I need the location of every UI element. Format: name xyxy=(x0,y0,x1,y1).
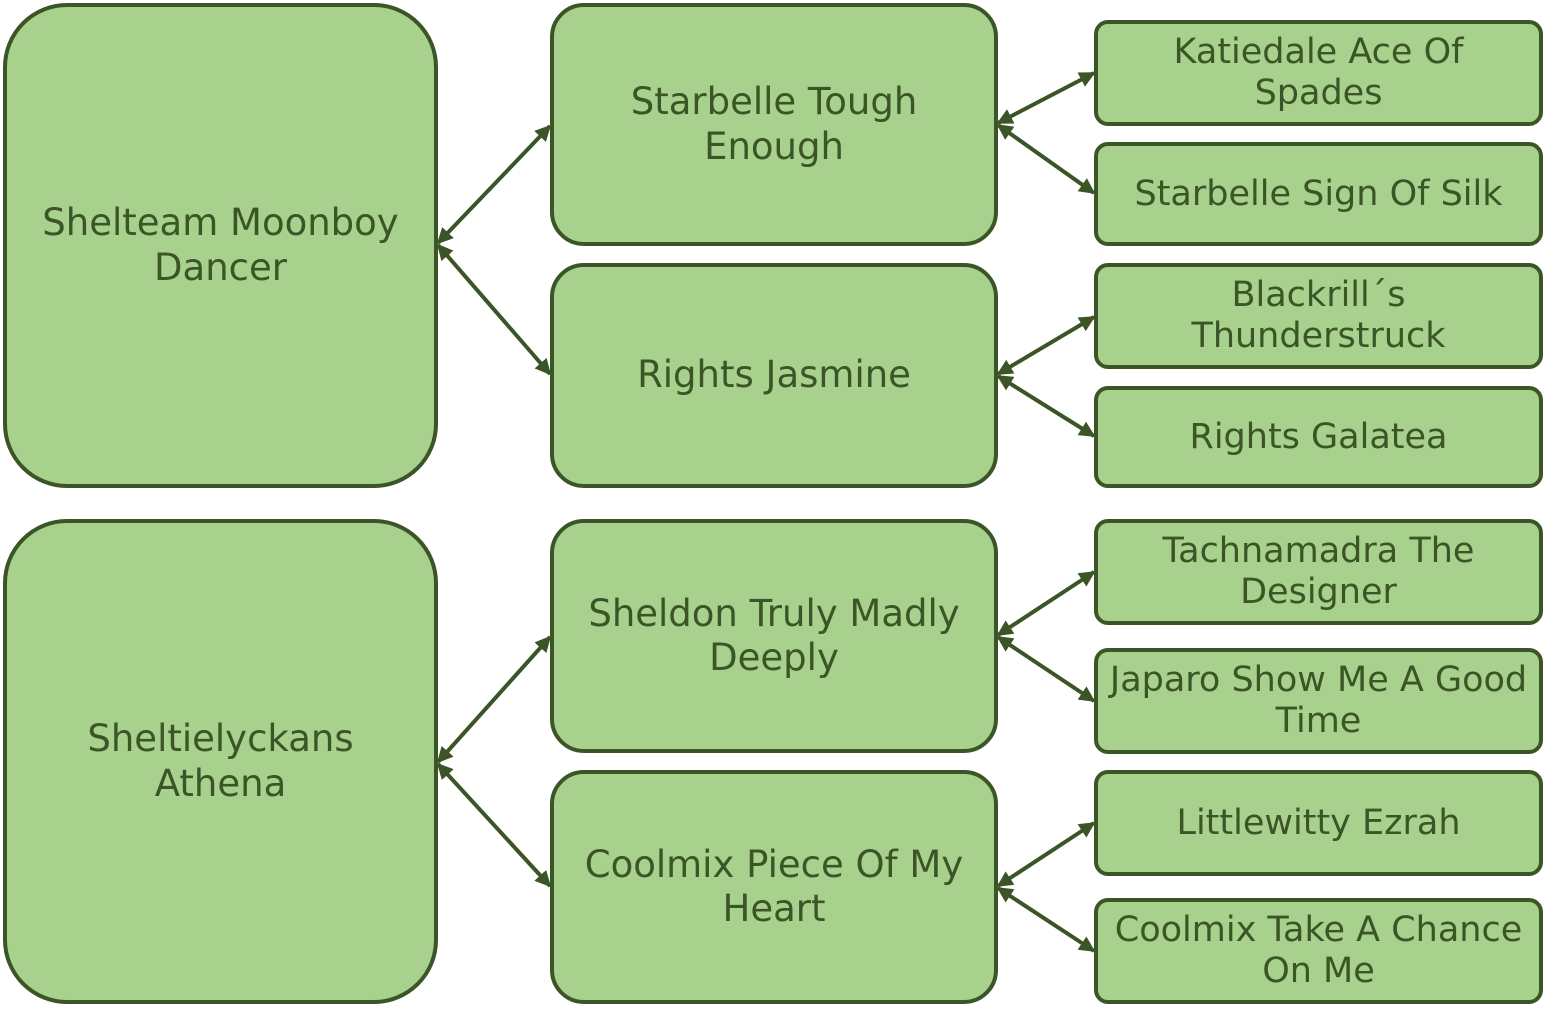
node-sire: Shelteam Moonboy Dancer xyxy=(3,3,438,488)
node-dam-sire-dam: Japaro Show Me A Good Time xyxy=(1094,648,1543,754)
connector-sire-to-sire-sire xyxy=(436,124,552,245)
node-sire-sire-label: Starbelle Tough Enough xyxy=(630,80,918,168)
connector-sd-to-sds xyxy=(996,315,1096,376)
node-dam-sire-sire-label: Tachnamadra The Designer xyxy=(1162,531,1475,612)
connector-dd-to-ddd xyxy=(996,886,1096,953)
node-sire-dam-dam: Rights Galatea xyxy=(1094,386,1543,488)
connector-dd-to-dds xyxy=(996,821,1096,888)
node-dam-dam-sire-label: Littlewitty Ezrah xyxy=(1176,802,1461,843)
node-dam-sire-sire: Tachnamadra The Designer xyxy=(1094,519,1543,625)
node-dam-sire: Sheldon Truly Madly Deeply xyxy=(550,519,998,753)
connector-sd-to-sdd xyxy=(996,374,1096,438)
connector-sire-to-sire-dam xyxy=(436,243,552,376)
node-sire-dam-dam-label: Rights Galatea xyxy=(1189,416,1448,457)
connector-ss-to-sss xyxy=(996,71,1096,125)
node-sire-dam: Rights Jasmine xyxy=(550,263,998,488)
connector-dam-to-dam-dam xyxy=(436,762,552,888)
connector-ds-to-dss xyxy=(996,570,1096,637)
node-dam-dam-dam: Coolmix Take A Chance On Me xyxy=(1094,898,1543,1004)
node-sire-dam-sire: Blackrill´s Thunderstruck xyxy=(1094,263,1543,369)
node-sire-sire-dam: Starbelle Sign Of Silk xyxy=(1094,142,1543,246)
node-sire-dam-label: Rights Jasmine xyxy=(637,353,911,397)
node-sire-sire: Starbelle Tough Enough xyxy=(550,3,998,246)
node-sire-sire-dam-label: Starbelle Sign Of Silk xyxy=(1134,173,1503,214)
node-dam-dam-label: Coolmix Piece Of My Heart xyxy=(584,842,964,930)
node-dam-label: Sheltielyckans Athena xyxy=(87,717,354,805)
node-dam-dam-sire: Littlewitty Ezrah xyxy=(1094,770,1543,876)
connector-ss-to-ssd xyxy=(996,123,1096,195)
connector-dam-to-dam-sire xyxy=(436,635,552,764)
node-dam-sire-dam-label: Japaro Show Me A Good Time xyxy=(1109,660,1528,741)
node-dam-dam-dam-label: Coolmix Take A Chance On Me xyxy=(1114,910,1523,991)
node-sire-sire-sire-label: Katiedale Ace Of Spades xyxy=(1173,32,1464,113)
node-sire-label: Shelteam Moonboy Dancer xyxy=(42,201,399,289)
node-dam: Sheltielyckans Athena xyxy=(3,519,438,1004)
node-dam-dam: Coolmix Piece Of My Heart xyxy=(550,770,998,1004)
node-sire-sire-sire: Katiedale Ace Of Spades xyxy=(1094,20,1543,126)
node-dam-sire-label: Sheldon Truly Madly Deeply xyxy=(588,591,960,679)
connector-ds-to-dsd xyxy=(996,635,1096,703)
node-sire-dam-sire-label: Blackrill´s Thunderstruck xyxy=(1191,275,1446,356)
